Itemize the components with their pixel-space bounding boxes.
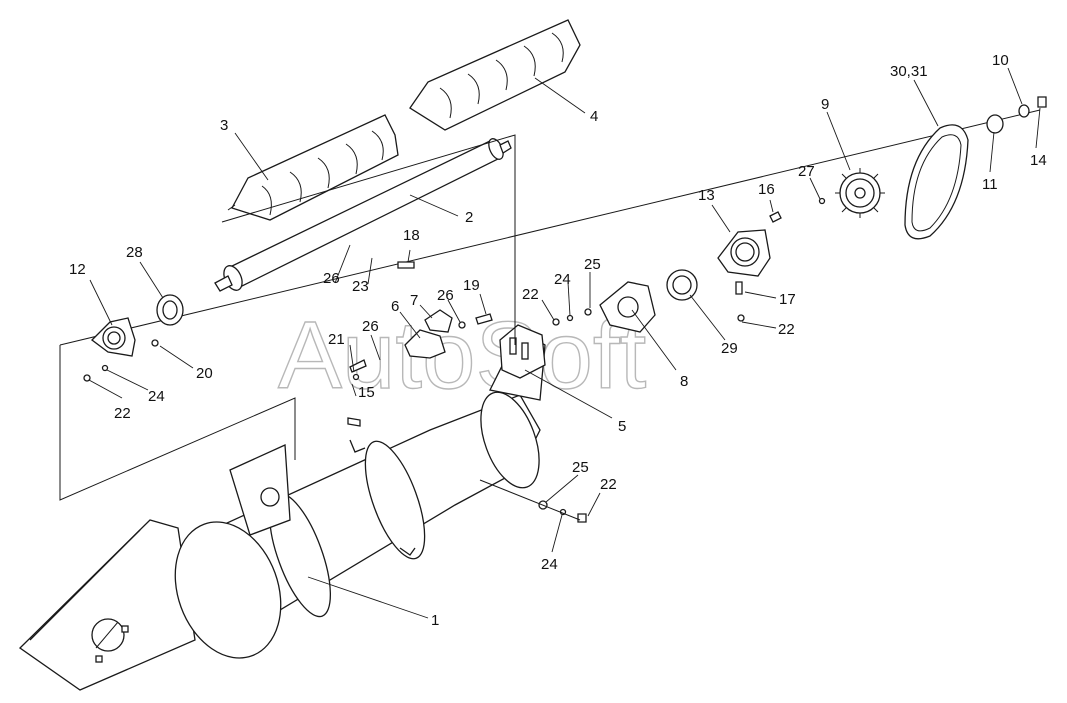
part-17-bolt [735,281,743,295]
label-22-bottom: 22 [600,476,617,493]
part-16-key [769,211,782,223]
label-13: 13 [698,187,715,204]
label-3: 3 [220,117,228,134]
part-7-clip [424,309,453,333]
part-22-nut-d [577,513,587,523]
label-30-31: 30,31 [890,63,928,80]
label-9: 9 [821,96,829,113]
part-5-bracket [499,324,546,379]
part-10-washer [1018,104,1030,118]
label-6: 6 [391,298,399,315]
part-4-half-shell [409,19,581,131]
part-26-pin [458,321,466,329]
label-17: 17 [779,291,796,308]
leader-lines [88,67,1041,619]
part-22-nut-c [737,314,745,322]
label-26-a: 26 [323,270,340,287]
label-27: 27 [798,163,815,180]
part-13-flange [717,229,771,277]
part-30-31-chain [904,124,969,240]
label-2: 2 [465,209,473,226]
label-16: 16 [758,181,775,198]
part-6-clip [404,329,446,359]
label-4: 4 [590,108,598,125]
part-labels: 1 2 3 4 5 6 7 8 9 10 11 12 13 14 15 16 1… [69,52,1047,629]
label-11: 11 [982,176,998,193]
part-25-washer [584,308,592,316]
label-19: 19 [463,277,480,294]
part-24-lockwasher [101,364,109,372]
part-19-bolt [475,313,493,325]
part-11-washer [986,114,1004,134]
label-18: 18 [403,227,420,244]
part-8-plate [599,281,656,333]
part-3-half-shell [227,114,399,221]
label-21: 21 [328,331,345,348]
label-24-bottom: 24 [541,556,558,573]
label-5: 5 [618,418,626,435]
label-28: 28 [126,244,143,261]
part-28-bearing [156,294,184,326]
part-12-flange [91,317,136,357]
label-1: 1 [431,612,439,629]
label-23: 23 [352,278,369,295]
part-20-washer [151,339,159,347]
label-22-mid: 22 [522,286,539,303]
part-22-nut-b [552,318,560,326]
part-15-bolt-head [352,373,360,381]
label-24-left: 24 [148,388,165,405]
label-25-mid: 25 [584,256,601,273]
part-14-bolt [1037,96,1047,108]
label-22-right: 22 [778,321,795,338]
bolt-axis-line [479,479,581,521]
label-10: 10 [992,52,1009,69]
label-14: 14 [1030,152,1047,169]
label-15: 15 [358,384,375,401]
part-15-bolt [347,417,361,427]
assembly-frame-top [221,134,516,345]
label-7: 7 [410,292,418,309]
label-25-bottom: 25 [572,459,589,476]
label-8: 8 [680,373,688,390]
part-29-bearing [666,269,698,301]
part-2-auger-shaft [214,138,512,292]
assembly-frame-left [59,345,296,501]
part-18-bolt [397,261,415,269]
label-26-b: 26 [362,318,379,335]
label-26-c: 26 [437,287,454,304]
part-22-nut [83,374,91,382]
label-29: 29 [721,340,738,357]
label-22-left: 22 [114,405,131,422]
part-27-pin [818,197,826,205]
watermark: AutoSoft [278,302,646,409]
label-20: 20 [196,365,213,382]
part-9-sprocket [835,168,885,218]
label-24-mid: 24 [554,271,571,288]
part-24-lockwasher-b [566,314,574,322]
assembly-axis-line [59,109,1041,346]
label-12: 12 [69,261,86,278]
